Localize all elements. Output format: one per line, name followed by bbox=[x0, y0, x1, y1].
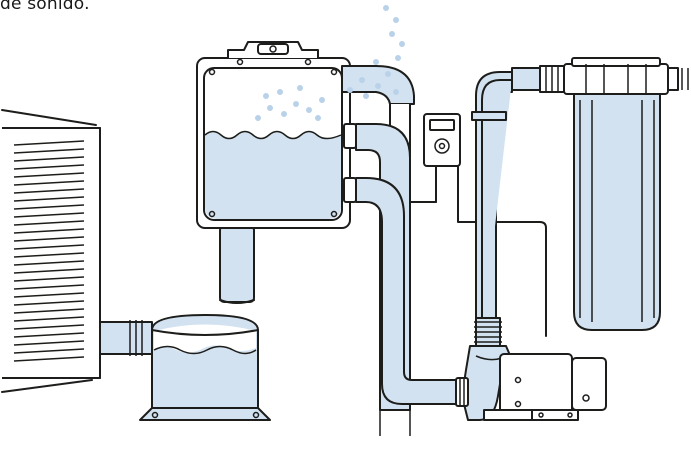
reservoir bbox=[140, 315, 270, 420]
filter-outlet-fitting bbox=[668, 68, 678, 90]
radiator-outlet-pipe bbox=[100, 322, 152, 354]
tank-drain-pipe bbox=[220, 226, 254, 302]
controller-display bbox=[430, 120, 454, 130]
tank-outlet-fitting bbox=[344, 178, 356, 202]
radiator bbox=[2, 110, 152, 392]
tank-inlet-fitting bbox=[344, 124, 356, 148]
water-filter bbox=[564, 58, 688, 330]
flex-hose bbox=[474, 318, 502, 346]
main-tank bbox=[197, 42, 350, 228]
